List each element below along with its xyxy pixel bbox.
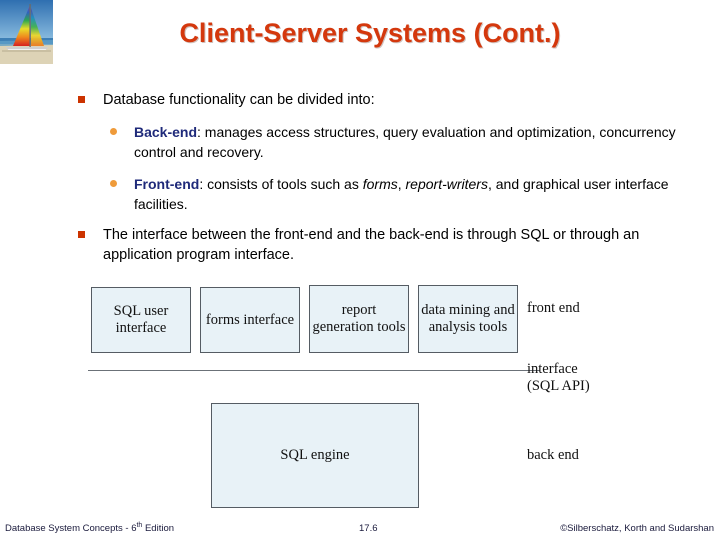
keyword-back-end: Back-end	[134, 124, 198, 140]
diagram-box-report-generation-tools: report generation tools	[309, 285, 409, 353]
page-title: Client-Server Systems (Cont.)	[179, 18, 561, 48]
sub-bullet-item-back-end: Back-end: manages access structures, que…	[110, 122, 692, 162]
sub-bullet-text: Front-end: consists of tools such as for…	[134, 174, 706, 214]
italic-forms: forms	[362, 176, 398, 192]
square-bullet-icon	[78, 231, 85, 238]
square-bullet-icon	[78, 96, 85, 103]
round-bullet-icon	[110, 128, 117, 135]
bullet-item-interface: The interface between the front-end and …	[78, 225, 703, 265]
footer-edition-ordinal: th	[136, 521, 143, 529]
sub-bullet-text: Back-end: manages access structures, que…	[134, 122, 692, 162]
footer-copyright: ©Silberschatz, Korth and Sudarshan	[560, 523, 714, 534]
diagram-box-label: SQL engine	[280, 447, 350, 463]
round-bullet-icon	[110, 180, 117, 187]
diagram-label-back-end: back end	[527, 447, 579, 463]
sub-bullet-body-3: , and graphical user interface facilitie…	[134, 176, 669, 212]
bullet-item-database-functionality: Database functionality can be divided in…	[78, 90, 678, 110]
keyword-front-end: Front-end	[134, 176, 200, 192]
footer-book-title: Database System Concepts - 6	[5, 523, 137, 534]
footer-page-number: 17.6	[359, 523, 378, 534]
diagram-divider-line	[88, 370, 540, 371]
diagram-box-label: forms interface	[205, 311, 295, 328]
sub-bullet-body-2: ,	[397, 176, 406, 192]
diagram-label-front-end: front end	[527, 300, 580, 316]
bullet-text: Database functionality can be divided in…	[103, 92, 375, 108]
footer-edition-suffix: Edition	[142, 523, 175, 534]
diagram-box-label: SQL user interface	[113, 303, 169, 336]
diagram-box-sql-engine: SQL engine	[211, 403, 419, 508]
diagram-box-label: report generation tools	[312, 302, 406, 335]
diagram-box-forms-interface: forms interface	[200, 287, 300, 353]
diagram-box-sql-user-interface: SQL user interface	[91, 287, 191, 353]
sub-bullet-item-front-end: Front-end: consists of tools such as for…	[110, 174, 706, 214]
sub-bullet-body: : manages access structures, query evalu…	[134, 124, 676, 160]
bullet-text: The interface between the front-end and …	[103, 227, 640, 263]
sub-bullet-body-1: : consists of tools such as	[199, 176, 363, 192]
diagram-label-interface: interface (SQL API)	[527, 361, 590, 394]
sailboat-photo-logo	[0, 0, 53, 64]
diagram-box-data-mining-tools: data mining and analysis tools	[418, 285, 518, 353]
footer-left: Database System Concepts - 6th Edition	[5, 522, 174, 534]
italic-report-writers: report-writers	[405, 176, 488, 192]
diagram-box-label: data mining and analysis tools	[421, 302, 515, 335]
